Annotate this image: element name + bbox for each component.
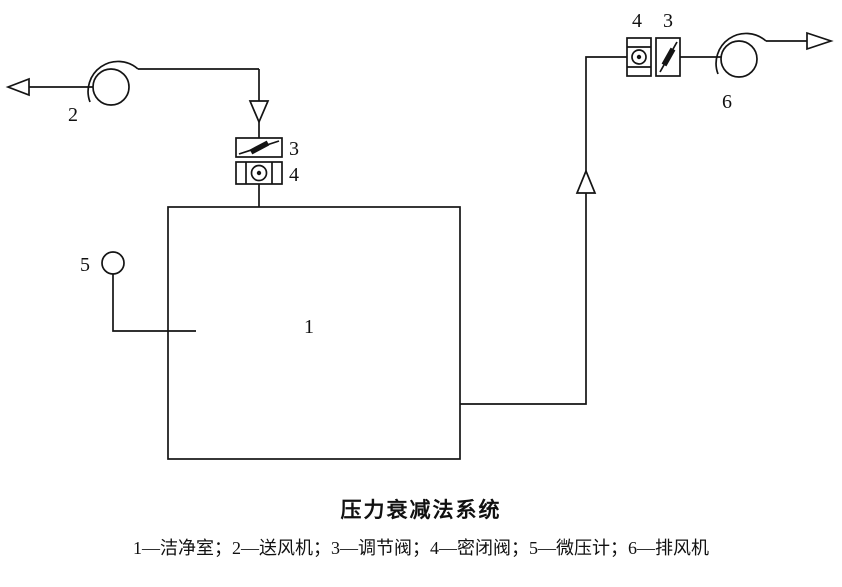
flow-up-arrow-icon bbox=[575, 168, 597, 194]
cleanroom-box bbox=[167, 206, 461, 460]
supply-fan-volute bbox=[87, 60, 139, 103]
exhaust-regulating-valve-icon bbox=[655, 37, 681, 77]
valve-blade bbox=[249, 140, 270, 155]
diagram-title: 压力衰减法系统 bbox=[340, 498, 502, 522]
label-exhaust-regulating-valve: 3 bbox=[663, 10, 673, 32]
label-cleanroom: 1 bbox=[304, 316, 314, 338]
supply-fan-icon bbox=[87, 60, 139, 106]
outlet-arrow-icon bbox=[806, 31, 834, 51]
pipe-exhaust-riser bbox=[460, 56, 627, 405]
label-supply-fan: 2 bbox=[68, 104, 78, 126]
diagram-legend: 1—洁净室；2—送风机；3—调节阀；4—密闭阀；5—微压计；6—排风机 bbox=[133, 538, 709, 558]
inlet-arrow-icon bbox=[5, 77, 30, 97]
label-micro-pressure-gauge: 5 bbox=[80, 254, 90, 276]
supply-regulating-valve-icon bbox=[235, 137, 283, 158]
exhaust-sealed-valve-icon bbox=[626, 37, 652, 77]
flow-down-arrow-icon bbox=[248, 100, 270, 125]
valve-blade bbox=[661, 47, 676, 67]
micro-pressure-gauge-icon bbox=[101, 251, 125, 275]
label-supply-sealed-valve: 4 bbox=[289, 164, 299, 186]
gauge-tap-line bbox=[112, 274, 196, 332]
exhaust-fan-impeller bbox=[720, 40, 758, 78]
valve-pin bbox=[256, 170, 262, 176]
exhaust-fan-volute bbox=[715, 32, 767, 75]
supply-sealed-valve-icon bbox=[235, 161, 283, 185]
valve-pin bbox=[636, 54, 642, 60]
label-exhaust-sealed-valve: 4 bbox=[632, 10, 642, 32]
label-supply-regulating-valve: 3 bbox=[289, 138, 299, 160]
supply-fan-impeller bbox=[92, 68, 130, 106]
exhaust-fan-icon bbox=[715, 32, 767, 78]
label-exhaust-fan: 6 bbox=[722, 91, 732, 113]
